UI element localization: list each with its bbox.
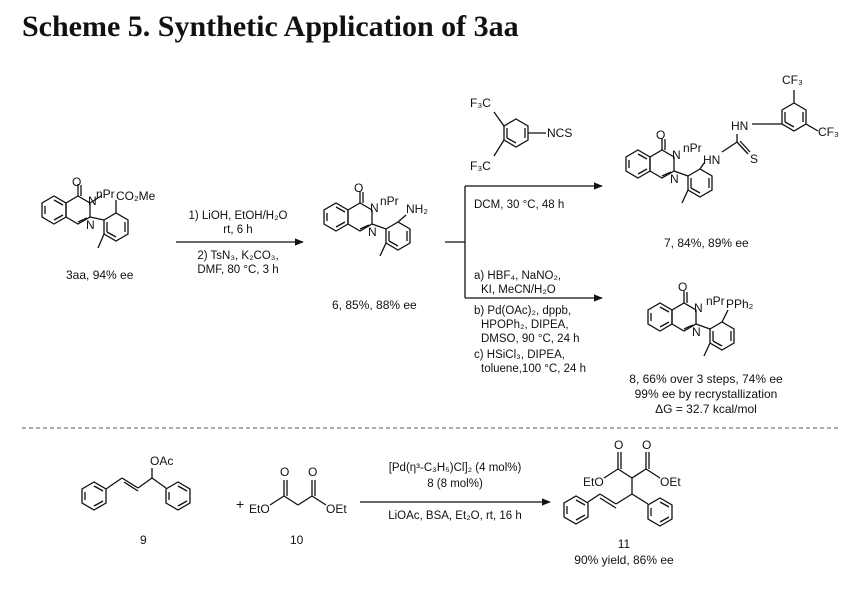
atom-o: O [614, 438, 623, 452]
atom-o: O [642, 438, 651, 452]
atom-n: N [86, 218, 95, 232]
atom-f3c: F₃C [470, 96, 491, 110]
compound-8-note: 99% ee by recrystallization [635, 387, 778, 401]
atom-cf3: CF₃ [818, 125, 839, 139]
atom-oet: OEt [660, 475, 681, 489]
atom-n: N [692, 325, 701, 339]
atom-eto: EtO [583, 475, 604, 489]
compound-10-label: 10 [290, 533, 304, 547]
atom-n: N [670, 172, 679, 186]
compound-7-structure [625, 90, 819, 204]
compound-6-structure [323, 191, 411, 257]
atom-npr: nPr [380, 194, 399, 208]
condition-line: a) HBF₄, NaNO₂, [474, 270, 561, 282]
atom-ncs: NCS [547, 126, 572, 140]
compound-3aa-structure [41, 184, 129, 249]
condition-line: HPOPh₂, DIPEA, [481, 319, 569, 331]
atom-npr: nPr [683, 141, 702, 155]
atom-npr: nPr [706, 294, 725, 308]
atom-o: O [72, 175, 81, 189]
condition-line: 2) TsN₃, K₂CO₃, [197, 250, 278, 262]
atom-o: O [678, 280, 687, 294]
atom-nh2: NH₂ [406, 202, 428, 216]
condition-line: 8 (8 mol%) [427, 478, 483, 490]
plus-sign: + [236, 496, 244, 512]
atom-o: O [308, 465, 317, 479]
compound-9-structure [81, 468, 191, 511]
atom-f3c: F₃C [470, 159, 491, 173]
atom-hn: HN [703, 153, 720, 167]
atom-n: N [370, 201, 379, 215]
atom-oet: OEt [326, 502, 347, 516]
atom-n: N [368, 225, 377, 239]
condition-line: c) HSiCl₃, DIPEA, [474, 349, 565, 361]
compound-11-structure [563, 452, 673, 527]
atom-n: N [672, 148, 681, 162]
atom-co2me: CO₂Me [116, 189, 156, 203]
isothiocyanate-reagent-structure [493, 111, 546, 157]
compound-11-yield: 90% yield, 86% ee [574, 553, 674, 567]
condition-line: toluene,100 °C, 24 h [481, 363, 586, 375]
atom-s: S [750, 152, 758, 166]
compound-10-structure [269, 480, 327, 506]
compound-8-label: 8, 66% over 3 steps, 74% ee [629, 372, 783, 386]
condition-line: LiOAc, BSA, Et₂O, rt, 16 h [388, 510, 522, 522]
atom-n: N [88, 194, 97, 208]
condition-line: [Pd(η³-C₃H₅)Cl]₂ (4 mol%) [389, 462, 522, 474]
scheme-title: Scheme 5. Synthetic Application of 3aa [22, 10, 519, 43]
atom-o: O [354, 181, 363, 195]
condition-line: DMF, 80 °C, 3 h [197, 264, 278, 276]
compound-7-label: 7, 84%, 89% ee [664, 236, 749, 250]
condition-line: b) Pd(OAc)₂, dppb, [474, 305, 571, 317]
atom-o: O [656, 128, 665, 142]
atom-eto: EtO [249, 502, 270, 516]
atom-pph2: PPh₂ [726, 297, 754, 311]
compound-3aa-label: 3aa, 94% ee [66, 268, 134, 282]
condition-line: DCM, 30 °C, 48 h [474, 199, 564, 211]
compound-8-note: ΔG = 32.7 kcal/mol [655, 402, 757, 416]
atom-hn: HN [731, 119, 748, 133]
compound-9-label: 9 [140, 533, 147, 547]
atom-o: O [280, 465, 289, 479]
atom-n: N [694, 301, 703, 315]
condition-line: rt, 6 h [223, 224, 252, 236]
compound-8-structure [647, 291, 735, 357]
compound-6-label: 6, 85%, 88% ee [332, 298, 417, 312]
condition-line: 1) LiOH, EtOH/H₂O [188, 210, 287, 222]
condition-line: DMSO, 90 °C, 24 h [481, 333, 580, 345]
compound-11-label: 11 [618, 537, 631, 551]
atom-npr: nPr [96, 187, 115, 201]
atom-cf3: CF₃ [782, 73, 803, 87]
condition-line: KI, MeCN/H₂O [481, 284, 556, 296]
atom-oac: OAc [150, 454, 173, 468]
